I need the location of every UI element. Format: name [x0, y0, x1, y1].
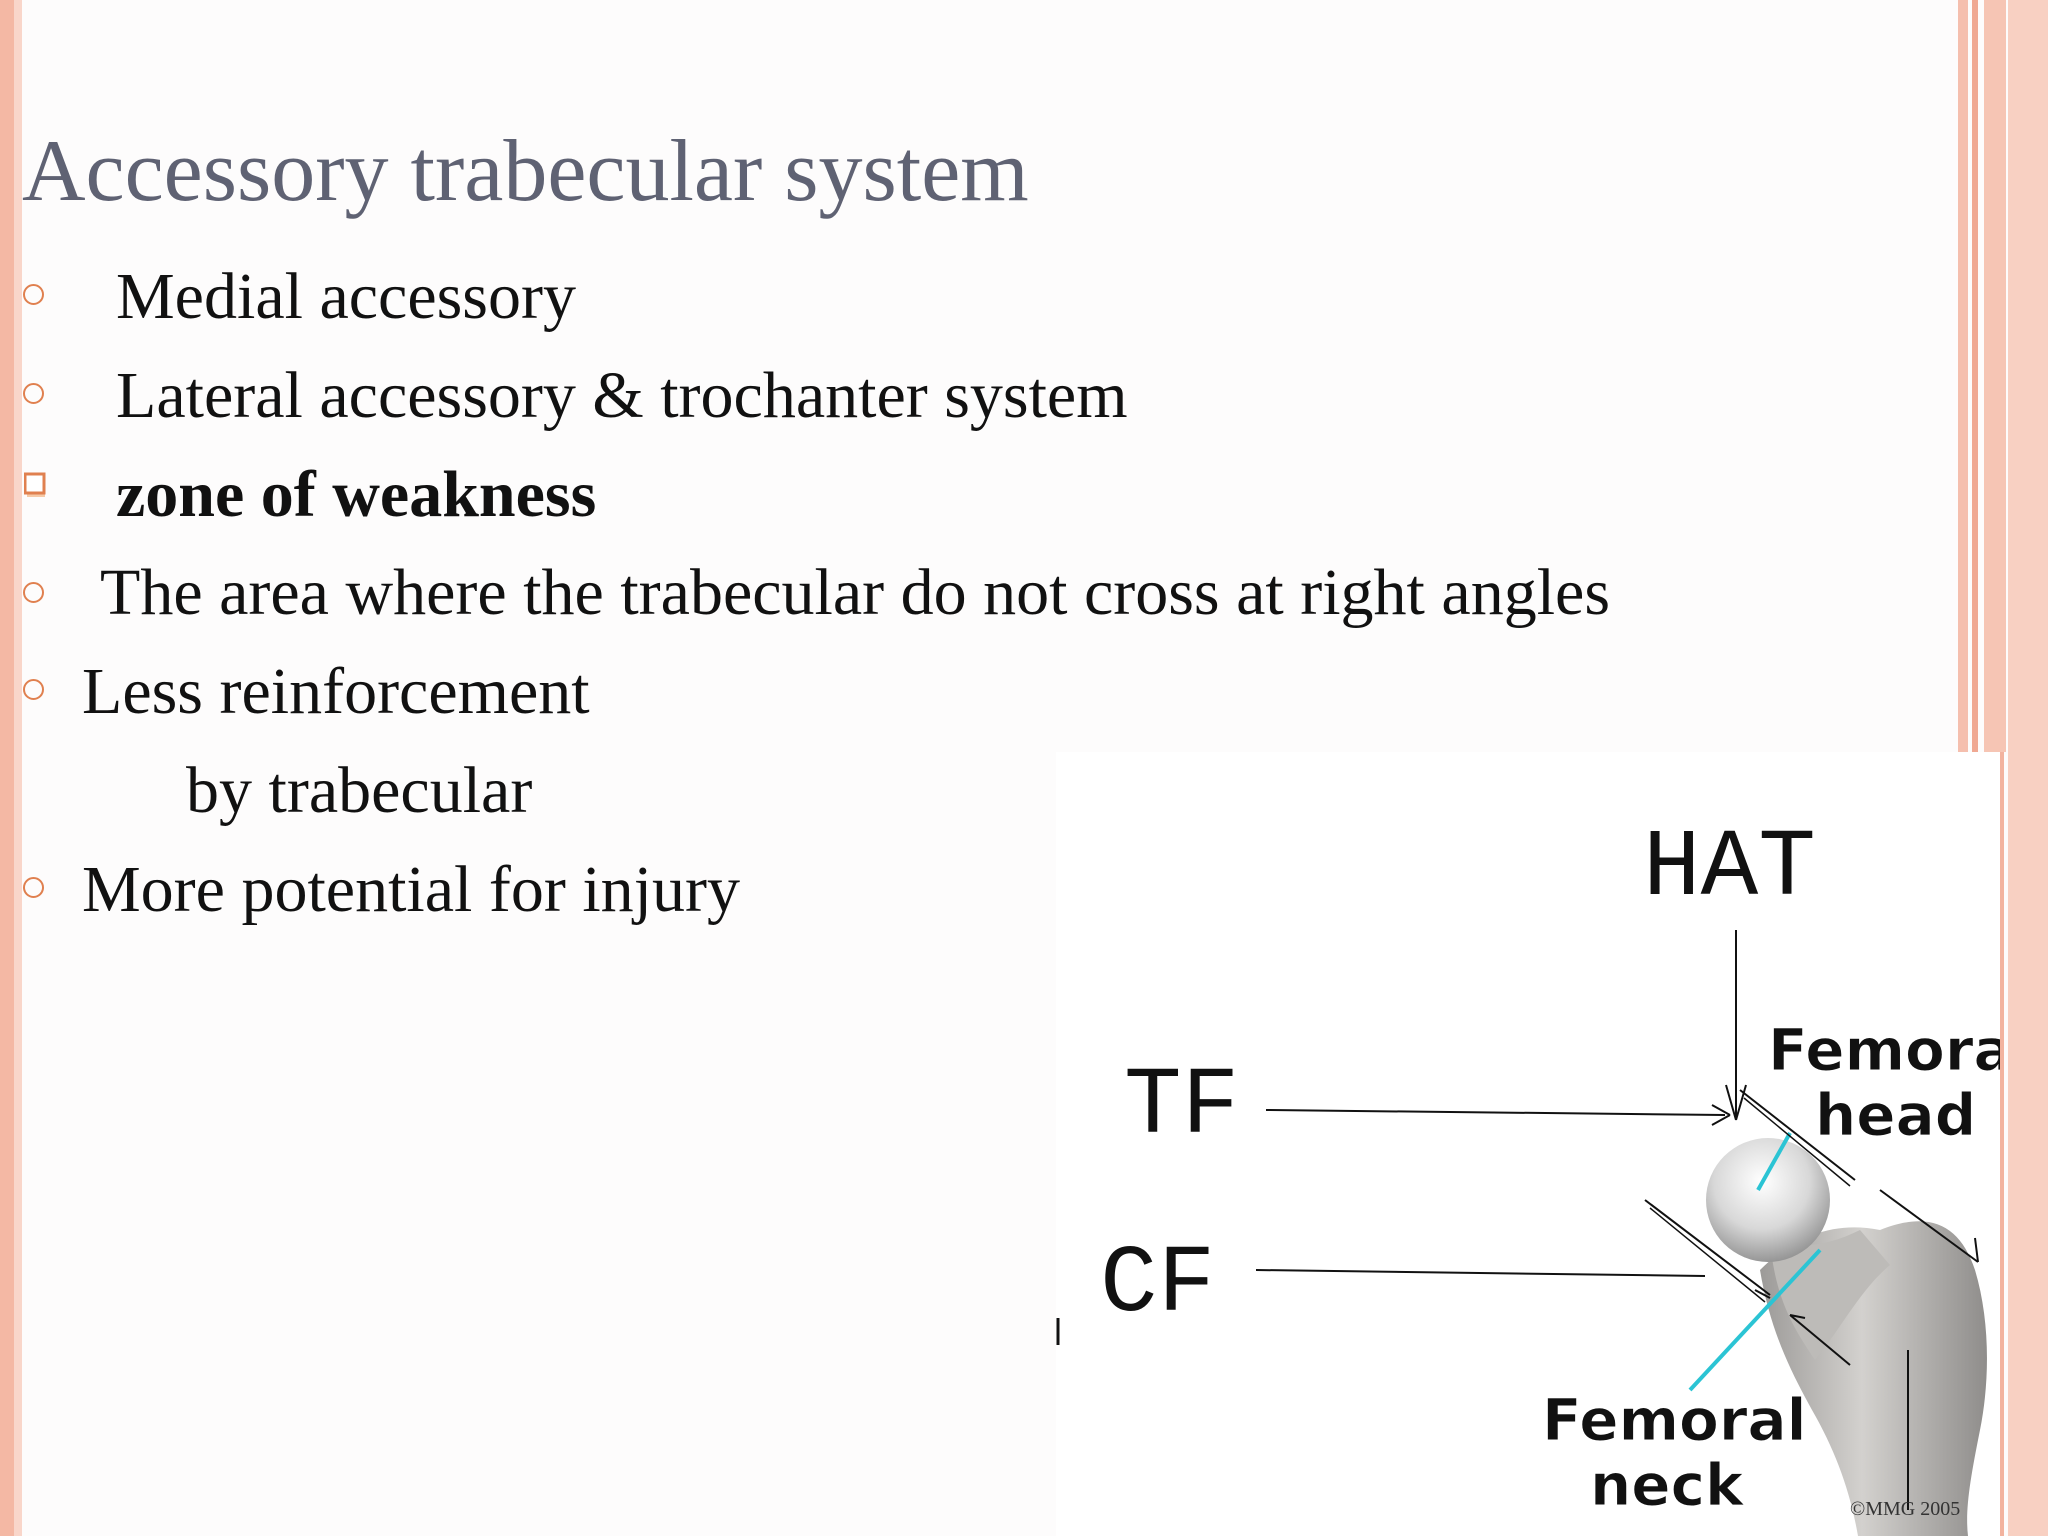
- bullet-text: More potential for injury: [82, 853, 741, 926]
- copyright-label: ©MMG 2005: [1850, 1498, 1961, 1520]
- femoral-neck-label-line2: neck: [1590, 1451, 1745, 1519]
- bullet-text: Less reinforcement: [82, 655, 590, 728]
- right-border-stripe-lower: [2000, 752, 2004, 1536]
- cf-label: CF: [1100, 1230, 1215, 1339]
- right-border-stripe-outer: [2008, 0, 2048, 1536]
- femoral-neck-label-line1: Femoral: [1542, 1386, 1807, 1454]
- femoral-head-label-line1: Femoral: [1768, 1016, 2000, 1084]
- femur-diagram: HAT TF CF Femoral head Femoral neck: [1056, 752, 2000, 1536]
- circle-bullet-icon: [23, 383, 44, 404]
- circle-bullet-icon: [23, 582, 44, 603]
- left-border-stripe: [0, 0, 14, 1536]
- hat-label: HAT: [1643, 814, 1816, 923]
- bullet-text: by trabecular: [186, 754, 533, 827]
- circle-bullet-icon: [23, 284, 44, 305]
- right-border-stripe: [1958, 0, 1968, 752]
- bullet-text: zone of weakness: [116, 458, 597, 531]
- circle-bullet-icon: [23, 679, 44, 700]
- bullet-text: Lateral accessory & trochanter system: [116, 359, 1128, 432]
- right-border-stripe-wide: [1984, 0, 2006, 752]
- femoral-head-label-line2: head: [1815, 1081, 1976, 1149]
- bullet-text: Medial accessory: [116, 260, 576, 333]
- slide-title: Accessory trabecular system: [22, 123, 1029, 220]
- square-bullet-icon: [24, 472, 46, 497]
- left-border-stripe-inner: [14, 0, 22, 1536]
- circle-bullet-icon: [23, 877, 44, 898]
- femoral-head-shape: [1706, 1138, 1830, 1262]
- right-border-stripe-dark: [1972, 0, 1978, 752]
- bullet-text: The area where the trabecular do not cro…: [100, 556, 1611, 629]
- tf-label: TF: [1124, 1052, 1239, 1161]
- femur-neck: [1770, 1230, 1890, 1360]
